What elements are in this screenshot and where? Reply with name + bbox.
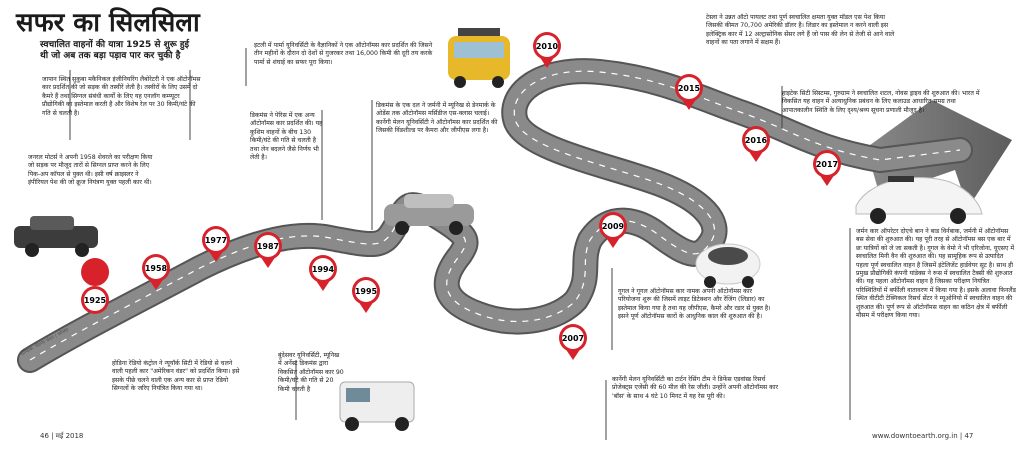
footer-page-left: 46 | मई 2018 <box>40 432 84 440</box>
entry-1977: जापान स्थित सुकुबा मकैनिकल इंजीनियरिंग ल… <box>42 76 201 117</box>
mercedes-car-image <box>384 194 474 235</box>
year-label-2009: 2009 <box>602 222 625 231</box>
year-label-1995: 1995 <box>355 287 378 296</box>
year-label-1977: 1977 <box>205 236 227 245</box>
page-subtitle: स्वचालित वाहनों की यात्रा 1925 से शुरू ह… <box>40 40 190 61</box>
entry-1987-munich: बुंदेसवर यूनिवर्सिटी, म्यूनिख में अर्नेस… <box>278 352 344 393</box>
year-label-1987: 1987 <box>257 242 279 251</box>
footer-page-right: www.downtoearth.org.in | 47 <box>872 432 974 440</box>
year-marker-2016: 2016 <box>742 126 770 162</box>
year-marker-2010: 2010 <box>533 32 561 68</box>
white-van-image <box>339 381 415 431</box>
year-label-2007: 2007 <box>562 334 584 343</box>
entry-2017: जर्मन कार ऑपरेटर दोएचे बान ने बाड विर्नब… <box>856 228 1016 320</box>
year-marker-1987: 1987 <box>254 232 282 268</box>
year-marker-2015: 2015 <box>675 74 703 110</box>
year-label-2010: 2010 <box>536 42 559 51</box>
google-car-image <box>695 243 761 288</box>
year-marker-2007: 2007 <box>559 324 587 360</box>
entry-2016: हाइटेक सिटी सिस्टम्स, गुरुग्राम ने स्वचा… <box>782 90 980 114</box>
year-marker-1977: 1977 <box>202 226 230 262</box>
entry-1958: जनरल मोटर्स ने अपनी 1958 शेवरले का परीक्… <box>28 154 153 187</box>
entry-2009: गूगल ने गूगल ऑटोनॉमस कार नामक अपनी ऑटोनॉ… <box>618 288 771 321</box>
year-label-1994: 1994 <box>312 265 335 274</box>
year-marker-2017: 2017 <box>813 150 841 186</box>
entry-1925: होडिना रेडियो कंट्रोल ने न्यूयॉर्क सिटी … <box>112 360 240 393</box>
entry-2010: टेस्ला ने उन्नत ऑटो पायलट तथा पूर्ण स्वच… <box>706 14 895 47</box>
road-center-line <box>29 70 961 361</box>
year-marker-1994: 1994 <box>309 255 337 291</box>
prius-car-image <box>855 176 983 224</box>
year-label-2015: 2015 <box>678 84 701 93</box>
year-label-2016: 2016 <box>745 136 768 145</box>
entry-1995: डिकमंस के एक दल ने जर्मनी में म्यूनिख से… <box>376 102 498 135</box>
year-label-2017: 2017 <box>816 160 838 169</box>
year-marker-1995: 1995 <box>352 277 380 313</box>
year-marker-2009: 2009 <box>599 212 627 248</box>
year-marker-1925: 1925 <box>81 258 110 314</box>
entry-1987: डिकमंस ने पेरिस में एक अन्य ऑटोनॉमस कार … <box>250 112 323 162</box>
year-marker-1958: 1958 <box>142 254 170 290</box>
year-label-1958: 1958 <box>145 264 168 273</box>
page-title: सफर का सिलसिला <box>16 8 200 38</box>
yellow-van-image <box>448 28 510 88</box>
entry-2007: कार्नेगी मेलन यूनिवर्सिटी का टार्टन रेसि… <box>612 376 778 400</box>
entry-1994: इटली में पार्मा यूनिवर्सिटी के वैज्ञानिक… <box>254 42 433 66</box>
year-label-1925: 1925 <box>84 296 107 305</box>
vintage-car-image <box>14 216 98 257</box>
